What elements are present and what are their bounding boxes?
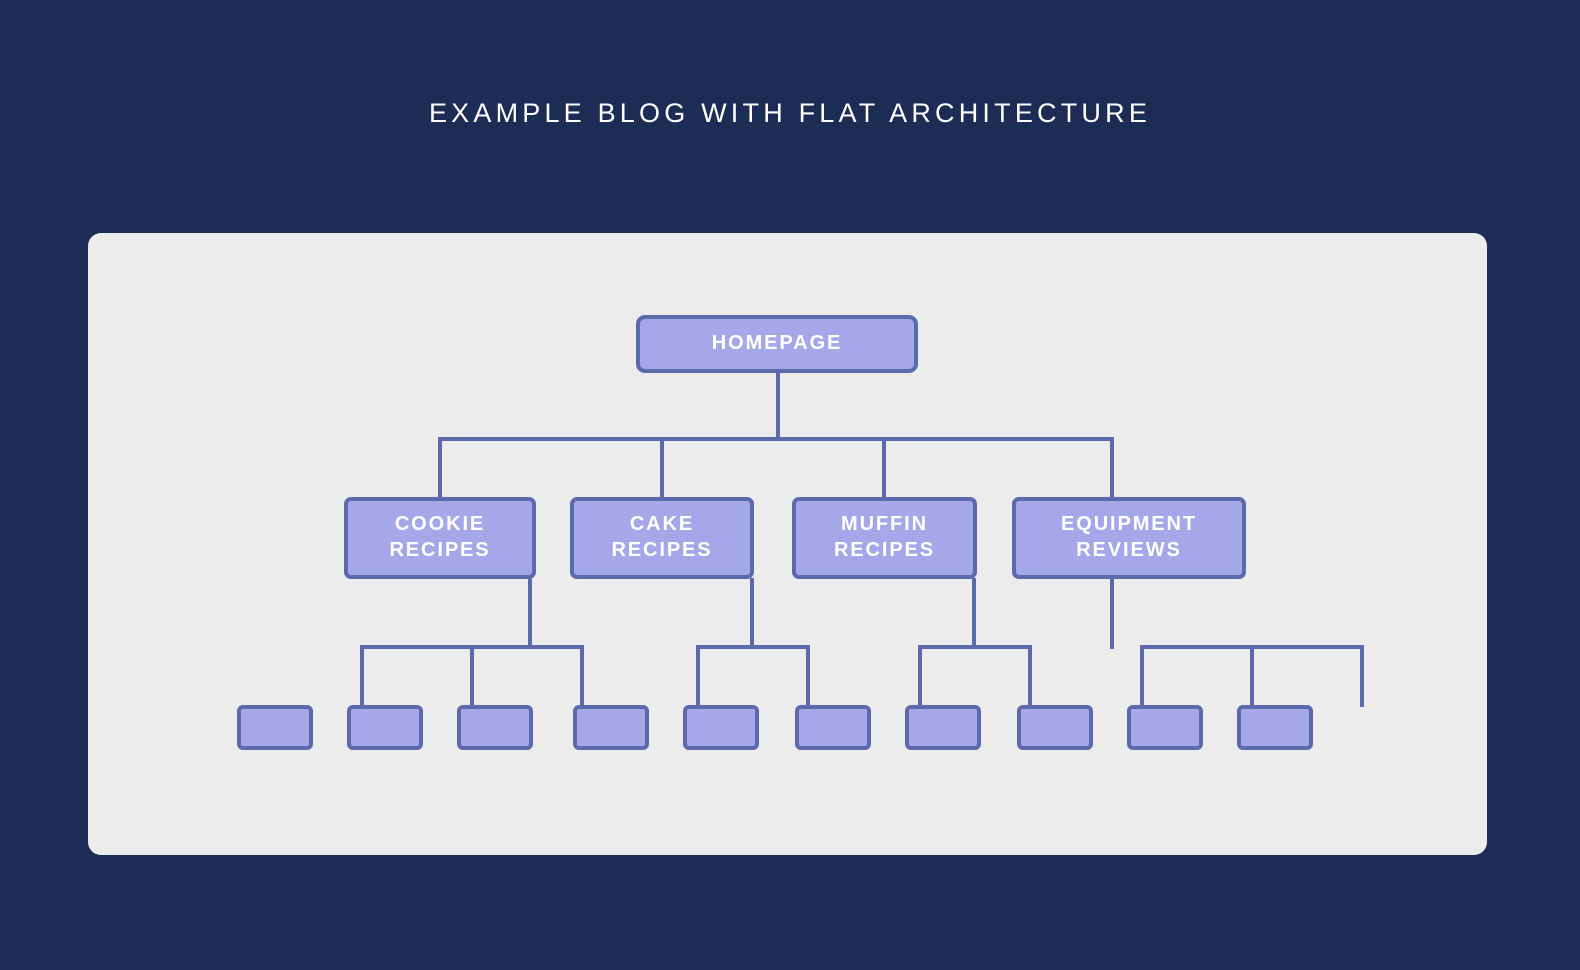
node-muffin-recipes-line1: MUFFIN [841,513,928,536]
node-cookie-recipes-line1: COOKIE [394,513,486,536]
node-homepage[interactable]: HOMEPAGE [636,315,918,373]
node-cake-recipes-line2: RECIPES [611,539,713,561]
connector-drop-muffin [882,437,886,499]
connector-leaf-2 [470,645,474,707]
connector-bus-cake [696,645,810,649]
connector-leaf-6 [918,645,922,707]
connector-stem-muffin [972,578,976,649]
node-muffin-recipes[interactable]: MUFFIN RECIPES [792,497,977,579]
node-leaf-5[interactable] [683,705,759,750]
connector-bus-muffin [918,645,1032,649]
node-leaf-6[interactable] [795,705,871,750]
connector-leaf-8 [1140,645,1144,707]
node-cookie-recipes-line2: RECIPES [389,539,491,561]
page-title: EXAMPLE BLOG WITH FLAT ARCHITECTURE [428,98,1152,128]
connector-top-bus [438,437,1114,441]
node-muffin-recipes-label: MUFFIN RECIPES [828,512,941,563]
node-leaf-2[interactable] [347,705,423,750]
node-leaf-7[interactable] [905,705,981,750]
connector-drop-cake [660,437,664,499]
connector-leaf-3 [580,645,584,707]
diagram-panel: HOMEPAGE COOKIE RECIPES CAKE RECIPES MUF… [88,233,1487,855]
node-cookie-recipes[interactable]: COOKIE RECIPES [344,497,536,579]
node-leaf-3[interactable] [457,705,533,750]
connector-root-stem [776,373,780,440]
node-equipment-reviews-label: EQUIPMENT REVIEWS [1055,512,1203,563]
node-cake-recipes[interactable]: CAKE RECIPES [570,497,754,579]
connector-drop-cookie [438,437,442,499]
node-leaf-9[interactable] [1127,705,1203,750]
node-equipment-reviews[interactable]: EQUIPMENT REVIEWS [1012,497,1246,579]
node-leaf-10[interactable] [1237,705,1313,750]
connector-leaf-4 [696,645,700,707]
node-muffin-recipes-line2: RECIPES [833,539,936,561]
connector-drop-equipment [1110,437,1114,499]
connector-leaf-10 [1360,645,1364,707]
node-leaf-4[interactable] [573,705,649,750]
connector-leaf-9 [1250,645,1254,707]
connector-stem-equipment [1110,578,1114,649]
node-equipment-reviews-line2: REVIEWS [1076,539,1182,561]
node-cake-recipes-line1: CAKE [629,513,695,536]
connector-leaf-7 [1028,645,1032,707]
node-homepage-label: HOMEPAGE [711,332,843,355]
connector-stem-cookie [528,578,532,649]
connector-leaf-5 [806,645,810,707]
connector-leaf-1 [360,645,364,707]
node-equipment-reviews-line1: EQUIPMENT [1061,513,1197,536]
connector-stem-cake [750,578,754,649]
node-leaf-8[interactable] [1017,705,1093,750]
node-cake-recipes-label: CAKE RECIPES [605,512,718,563]
node-leaf-1[interactable] [237,705,313,750]
node-cookie-recipes-label: COOKIE RECIPES [383,512,496,563]
